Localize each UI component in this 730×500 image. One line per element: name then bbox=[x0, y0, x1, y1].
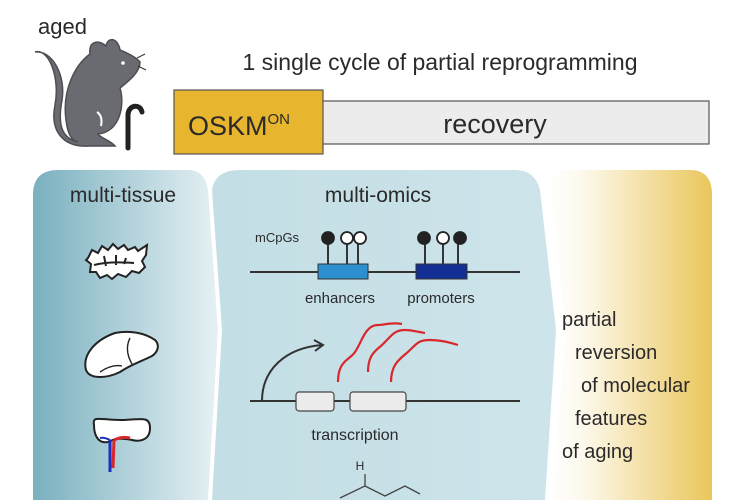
outcome-text: partial reversion of molecular features … bbox=[562, 309, 690, 463]
recovery-phase bbox=[321, 100, 710, 145]
transcription-start-arrow-icon bbox=[261, 339, 325, 402]
mcpgs-label: mCpGs bbox=[255, 230, 300, 245]
liver-icon bbox=[84, 330, 159, 378]
title: 1 single cycle of partial reprogramming bbox=[242, 49, 637, 75]
recovery-label: recovery bbox=[443, 109, 547, 139]
methylated-cpg-icon bbox=[453, 231, 467, 245]
oskm-superscript: ON bbox=[268, 111, 291, 128]
outcome-line: partial bbox=[562, 309, 616, 331]
enhancer-box bbox=[317, 263, 369, 280]
exon-box bbox=[349, 391, 407, 412]
aged-label: aged bbox=[38, 14, 87, 39]
outcome-line: of aging bbox=[562, 441, 633, 463]
oskm-text: OSKM bbox=[188, 111, 268, 141]
brain-icon bbox=[84, 242, 149, 281]
oskm-phase bbox=[173, 89, 324, 155]
oskm-label: OSKMON bbox=[188, 111, 290, 141]
outcome-line: features bbox=[575, 408, 647, 430]
outcome-line: reversion bbox=[575, 342, 657, 364]
multi-omics-title: multi-omics bbox=[325, 184, 431, 207]
transcription-label: transcription bbox=[311, 427, 398, 444]
timeline-bar: recovery OSKMON bbox=[173, 89, 710, 155]
exon-box bbox=[295, 391, 335, 412]
panel-multi-omics bbox=[212, 170, 556, 500]
methylated-cpg-icon bbox=[417, 231, 431, 245]
rna-transcripts-icon bbox=[336, 322, 459, 383]
aged-mouse-icon bbox=[34, 38, 147, 151]
unmethylated-cpg-icon bbox=[340, 231, 354, 245]
promoter-box bbox=[415, 263, 468, 280]
multi-tissue-title: multi-tissue bbox=[70, 184, 176, 207]
panel-outcome bbox=[548, 170, 712, 500]
methylated-cpg-icon bbox=[321, 231, 335, 245]
chemical-structure-icon: H bbox=[339, 459, 421, 499]
cpg-lollipops bbox=[321, 231, 467, 266]
kidney-icon bbox=[92, 417, 152, 472]
enhancers-label: enhancers bbox=[305, 290, 375, 307]
unmethylated-cpg-icon bbox=[353, 231, 367, 245]
promoters-label: promoters bbox=[407, 290, 475, 307]
unmethylated-cpg-icon bbox=[436, 231, 450, 245]
chem-h-label: H bbox=[356, 459, 365, 473]
outcome-line: of molecular bbox=[581, 375, 690, 397]
